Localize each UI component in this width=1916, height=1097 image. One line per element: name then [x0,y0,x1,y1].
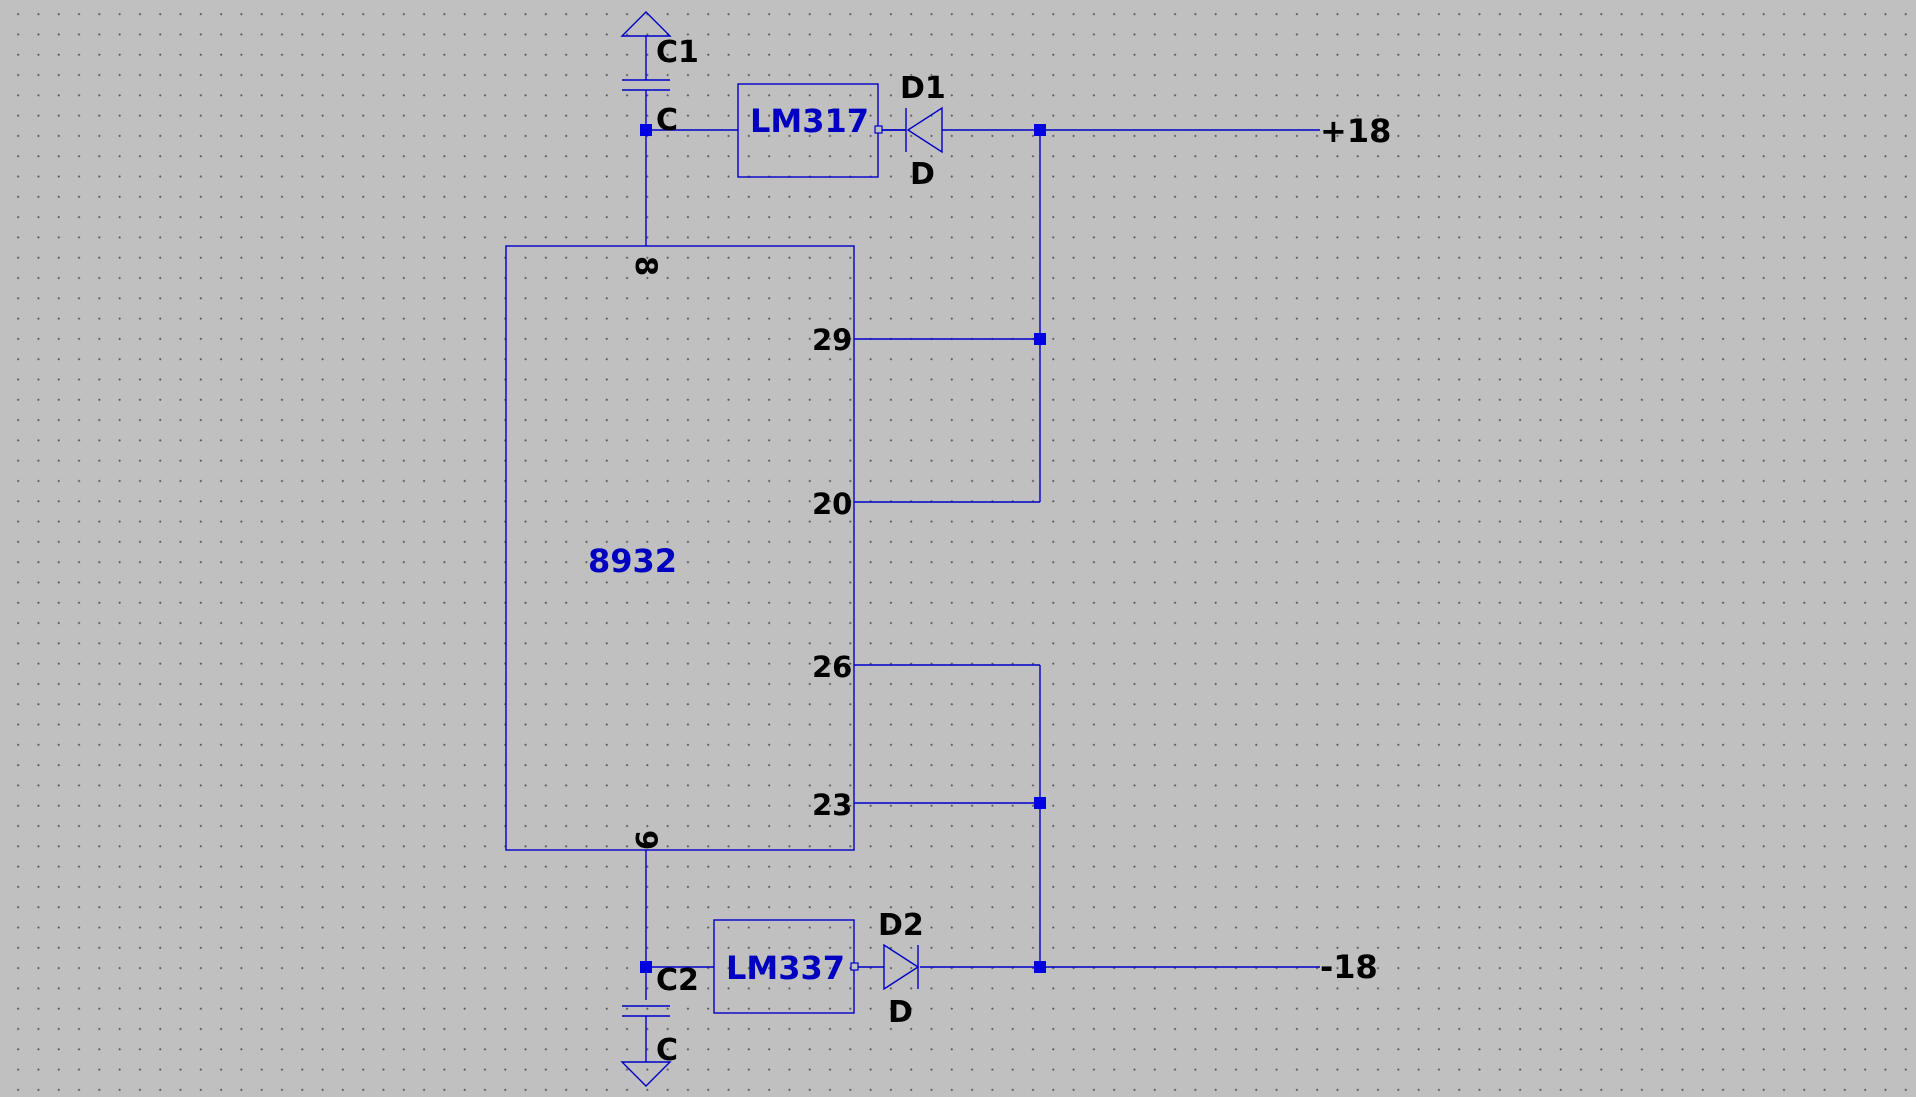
c1-value-label: C [656,103,678,138]
junction-dot [1034,797,1046,809]
ic-pin-29-label: 29 [812,323,852,357]
diode-d1[interactable]: D1 D [882,71,946,192]
c1-ref-label: C1 [656,35,699,70]
lm337-part-label: LM337 [726,949,845,987]
wires [645,94,1320,1000]
d2-value-label: D [888,995,913,1030]
ic-pin-9-label: 9 [629,830,663,850]
junction-dot [1034,333,1046,345]
lm317-out-pin [874,125,883,134]
ic-pin-26-label: 26 [812,650,852,684]
regulator-lm317[interactable]: LM317 [737,83,883,178]
d2-ref-label: D2 [878,908,924,943]
net-label-plus18[interactable]: +18 [1320,112,1391,150]
ic-8932[interactable]: 8932 8 9 29 20 26 23 [505,245,855,851]
c2-ref-label: C2 [656,963,699,998]
lm317-part-label: LM317 [750,102,869,140]
diode-d2[interactable]: D2 D [878,908,924,1030]
junction-dot [640,124,652,136]
junctions [640,124,1046,973]
c2-value-label: C [656,1033,678,1068]
lm337-out-pin [850,962,859,971]
diode-d2-icon [883,943,920,991]
capacitor-c2[interactable]: C2 C [622,963,699,1068]
ground-top-icon [620,11,672,37]
d1-ref-label: D1 [900,71,946,106]
junction-dot [640,961,652,973]
ground-bottom [620,1016,672,1087]
ic-pin-23-label: 23 [812,788,852,822]
ic-8932-body [505,245,855,851]
ground-top [620,11,672,80]
ic-pin-8-label: 8 [629,256,663,276]
d1-value-label: D [910,157,935,192]
net-label-minus18[interactable]: -18 [1320,948,1378,986]
regulator-lm337[interactable]: LM337 [713,919,859,1014]
diode-d1-icon [906,106,943,154]
ic-pin-20-label: 20 [812,487,852,521]
junction-dot [1034,961,1046,973]
capacitor-c1[interactable]: C1 C [622,35,699,138]
ic-part-label: 8932 [588,542,677,580]
junction-dot [1034,124,1046,136]
